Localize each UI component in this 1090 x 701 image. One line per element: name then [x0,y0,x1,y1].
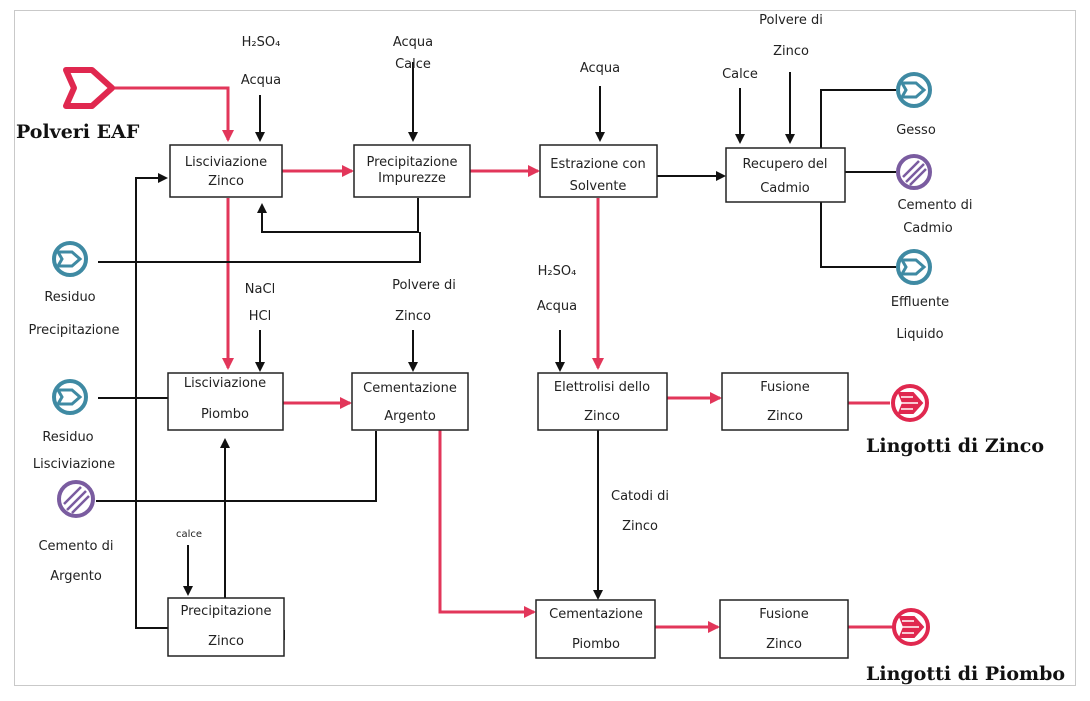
box-fusione-zinco-2 [719,599,849,659]
label-cemento-cadmio-1: Cemento di [897,198,972,213]
reagent-polvere-zinco-1b: Zinco [773,44,809,59]
label-fz2-2: Zinco [766,637,802,652]
label-effluente-2: Liquido [896,327,943,342]
reagent-catodi-1: Catodi di [611,489,669,504]
reagent-polvere-zinco-1a: Polvere di [759,13,823,28]
side-product-labels: Gesso Cemento di Cadmio Effluente Liquid… [29,123,973,584]
box-lisciviazione-piombo [167,372,284,431]
label-residuo-lisc-2: Lisciviazione [33,457,115,472]
reagent-calce-small: calce [176,529,202,540]
label-lp-1: Lisciviazione [184,376,266,391]
label-rc-1: Recupero del [742,157,827,172]
out-residuo-precipitazione [98,232,421,263]
label-gesso: Gesso [896,123,936,138]
input-arrow-icon [63,67,115,109]
box-cementazione-argento [351,372,469,431]
label-ez-1: Elettrolisi dello [554,380,650,395]
label-ca-2: Argento [384,409,436,424]
output-lingotti-piombo: Lingotti di Piombo [866,663,1065,685]
box-elettrolisi-zinco [537,372,668,431]
box-recupero-cadmio [725,147,846,203]
label-cp-1: Cementazione [549,607,643,622]
input-polveri-eaf: Polveri EAF [16,121,140,143]
flow-ca-to-cp [438,430,536,618]
secondary-flow-lines [96,62,896,640]
output-lingotti-zinco: Lingotti di Zinco [866,435,1044,457]
box-precipitazione-impurezze [353,144,471,198]
label-lz-2: Zinco [208,174,244,189]
box-lisciviazione-zinco [169,144,283,198]
gesso-icon [896,72,932,108]
label-fz1-2: Zinco [767,409,803,424]
box-cementazione-piombo [535,599,656,659]
reagent-hcl: HCl [249,309,271,324]
recycle-es-to-lz [257,198,419,233]
reagent-acqua-1: Acqua [241,73,281,88]
label-es-1: Estrazione con [550,157,646,172]
label-cemento-cadmio-2: Cadmio [903,221,953,236]
recycle-pz-to-lz [135,173,168,629]
box-precipitazione-zinco [167,597,285,657]
label-ez-2: Zinco [584,409,620,424]
diagram-frame [14,10,1076,686]
label-fz2-1: Fusione [759,607,809,622]
reagent-h2so4-1: H₂SO₄ [242,35,281,50]
reagent-h2so4-2: H₂SO₄ [538,264,577,279]
cemento-argento-icon [57,480,95,518]
residuo-lisciviazione-icon [52,379,88,415]
process-labels: Lisciviazione Zinco Precipitazione Impur… [181,155,828,652]
reagent-labels: H₂SO₄ Acqua Acqua Calce Acqua Calce Polv… [176,13,823,540]
label-lp-2: Piombo [201,407,249,422]
cemento-cadmio-icon [896,154,932,190]
residuo-precipitazione-icon [52,241,88,277]
reagent-acqua-2: Acqua [393,35,433,50]
label-residuo-prec-1: Residuo [44,290,95,305]
reagent-polvere-zinco-2a: Polvere di [392,278,456,293]
label-effluente-1: Effluente [891,295,949,310]
label-pi-1: Precipitazione [367,155,458,170]
lingotti-piombo-icon [892,608,930,646]
reagent-calce-1: Calce [395,57,431,72]
label-pz-1: Precipitazione [181,604,272,619]
label-residuo-prec-2: Precipitazione [29,323,120,338]
label-lz-1: Lisciviazione [185,155,267,170]
label-cemento-argento-1: Cemento di [38,539,113,554]
flow-eaf-to-lisciviazione-zinco [100,86,234,142]
label-rc-2: Cadmio [760,181,810,196]
label-fz1-1: Fusione [760,380,810,395]
box-estrazione-solvente [539,144,658,198]
effluente-icon [896,249,932,285]
reagent-acqua-3: Acqua [580,61,620,76]
label-es-2: Solvente [570,179,627,194]
label-residuo-lisc-1: Residuo [42,430,93,445]
reagent-nacl: NaCl [245,282,275,297]
out-effluente [820,202,896,268]
label-pi-2: Impurezze [378,171,446,186]
lingotti-zinco-icon [891,384,929,422]
out-gesso [820,89,896,148]
reagent-acqua-4: Acqua [537,299,577,314]
label-pz-2: Zinco [208,634,244,649]
label-cemento-argento-2: Argento [50,569,102,584]
box-fusione-zinco-1 [721,372,849,431]
main-flow-lines [100,86,893,633]
label-ca-1: Cementazione [363,381,457,396]
label-cp-2: Piombo [572,637,620,652]
process-boxes [167,144,849,659]
reagent-catodi-2: Zinco [622,519,658,534]
reagent-calce-2: Calce [722,67,758,82]
reagent-polvere-zinco-2b: Zinco [395,309,431,324]
out-cemento-argento [96,431,377,502]
